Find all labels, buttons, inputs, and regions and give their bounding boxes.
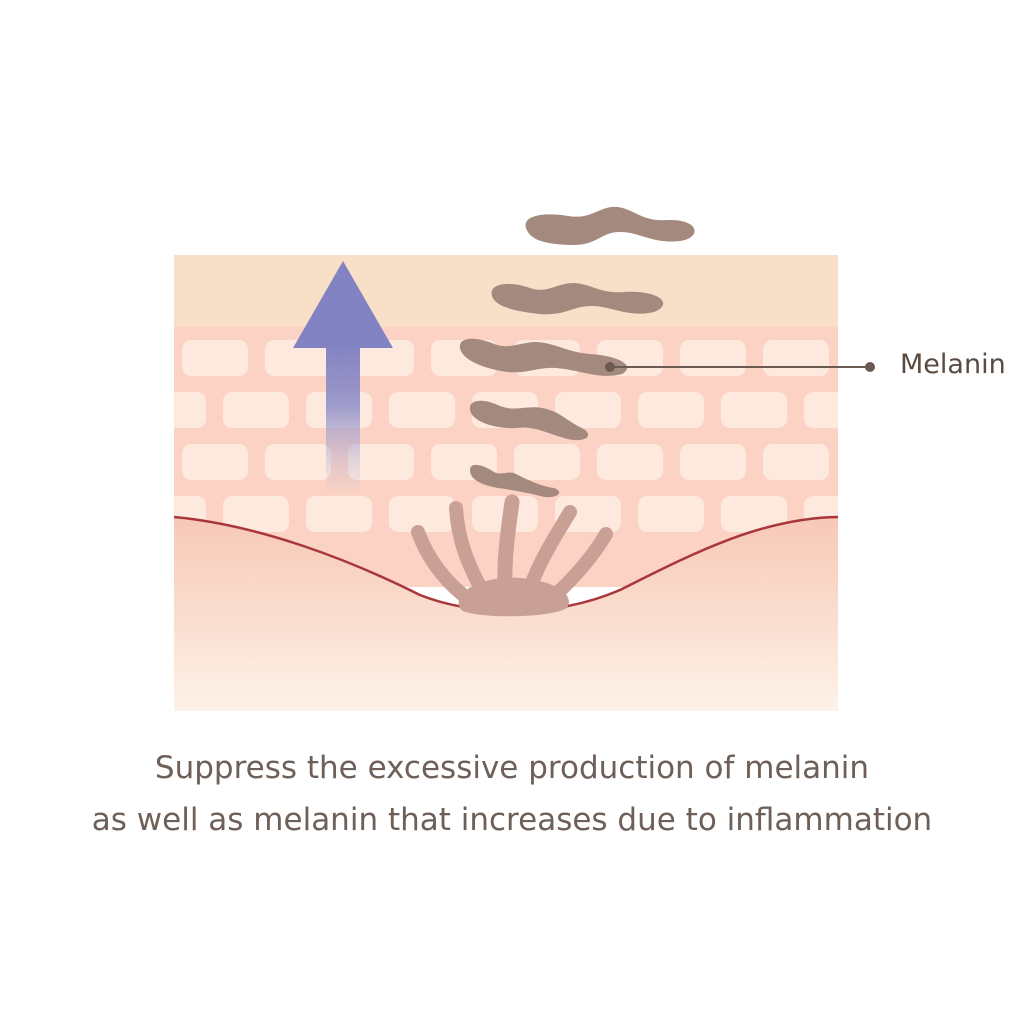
epidermis-cell [721,392,787,428]
melanin-label: Melanin [900,349,1006,380]
epidermis-cell [389,496,455,532]
epidermis-cell [555,392,621,428]
melanin-granule [491,283,664,315]
caption: Suppress the excessive production of mel… [0,742,1024,846]
epidermis-cell [0,496,40,532]
melanin-granule [470,464,560,498]
melanin-granule [459,338,628,376]
epidermis-cell [223,496,289,532]
melanin-granule [525,206,695,246]
epidermis-cell [348,444,414,480]
epidermis-cell [555,496,621,532]
epidermis-cell [0,392,40,428]
melanocyte [411,494,613,617]
epidermis-cell [182,340,248,376]
epidermis-cell [846,444,912,480]
up-arrow-icon [293,261,393,496]
melanin-granule [469,400,589,441]
epidermis-cell [306,496,372,532]
epidermis-cell [514,444,580,480]
epidermis-cell [680,444,746,480]
epidermis-cell [223,392,289,428]
epidermis-cell [638,392,704,428]
epidermis-cell [57,392,123,428]
epidermis-cell [348,340,414,376]
epidermis-cell [389,392,455,428]
epidermis-cell [638,496,704,532]
epidermis-cell [265,340,331,376]
epidermis-cell [174,392,206,428]
caption-line-1: Suppress the excessive production of mel… [154,750,870,786]
epidermis-cell [721,496,787,532]
caption-line-2: as well as melanin that increases due to… [91,802,933,838]
epidermis-cell [597,444,663,480]
epidermis-cell [99,340,165,376]
epidermis-cell [57,496,123,532]
epidermis-cell [763,340,829,376]
melanin-granules [459,206,695,498]
leader-line-end-dot [865,362,875,372]
epidermis-cell [265,444,331,480]
epidermis-cell [16,444,82,480]
epidermis-cell [680,340,746,376]
epidermis-cell [16,340,82,376]
epidermis-cell [763,444,829,480]
epidermis-cell [99,444,165,480]
epidermis-cell [804,392,838,428]
leader-line-start-dot [605,362,615,372]
epidermis-cell [182,444,248,480]
